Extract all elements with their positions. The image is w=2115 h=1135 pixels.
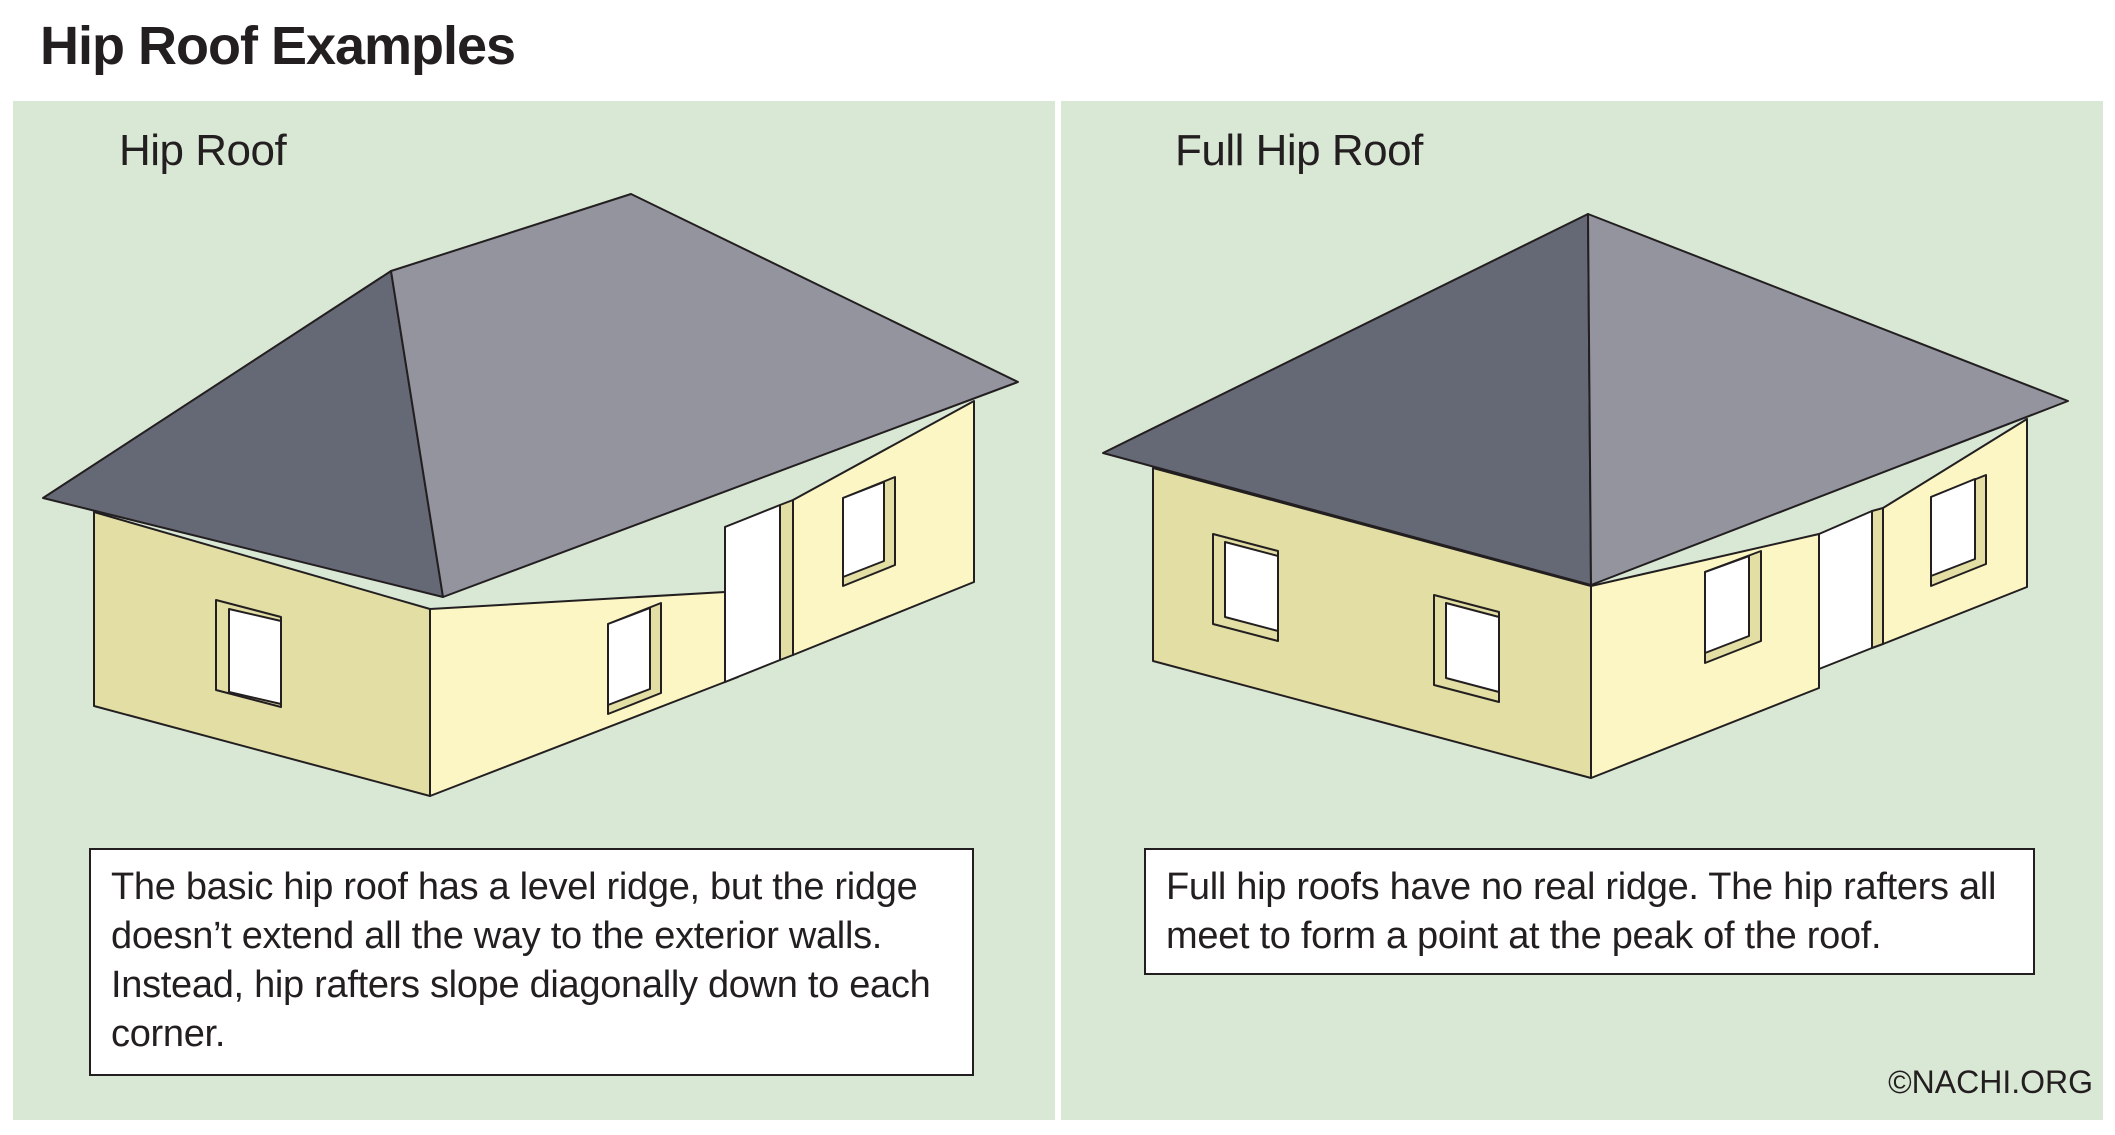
- full-hip-roof-panel: Full Hip Roof Full hip roofs have no rea…: [1061, 101, 2103, 1120]
- left-wall-window-2: [1445, 602, 1500, 693]
- full-hip-roof-label: Full Hip Roof: [1175, 126, 1423, 175]
- front-wall-window-1: [1704, 555, 1750, 654]
- hip-roof-panel: Hip Roof The basic hip roof has a level …: [13, 101, 1055, 1120]
- front-wall-window-2: [1930, 478, 1976, 577]
- full-hip-roof-caption: Full hip roofs have no real ridge. The h…: [1144, 848, 2035, 975]
- door: [724, 504, 781, 683]
- hip-roof-caption: The basic hip roof has a level ridge, bu…: [89, 848, 974, 1076]
- full-hip-roof-house-illustration: [1102, 213, 2069, 779]
- left-wall-window-1: [1224, 541, 1279, 632]
- door-side: [779, 499, 794, 661]
- hip-roof-label: Hip Roof: [119, 126, 287, 175]
- front-wall: [429, 591, 726, 797]
- front-wall-window-2: [842, 481, 885, 578]
- page-title: Hip Roof Examples: [40, 16, 516, 76]
- roof-front-plane: [390, 193, 1019, 598]
- left-wall-window: [228, 608, 282, 705]
- hip-roof-house-illustration: [42, 193, 1019, 797]
- front-wall-window-1: [607, 607, 651, 706]
- door-side: [1871, 507, 1884, 649]
- door: [1818, 510, 1873, 670]
- roof-front-plane: [1587, 213, 2069, 586]
- copyright-text: ©NACHI.ORG: [1888, 1064, 2093, 1100]
